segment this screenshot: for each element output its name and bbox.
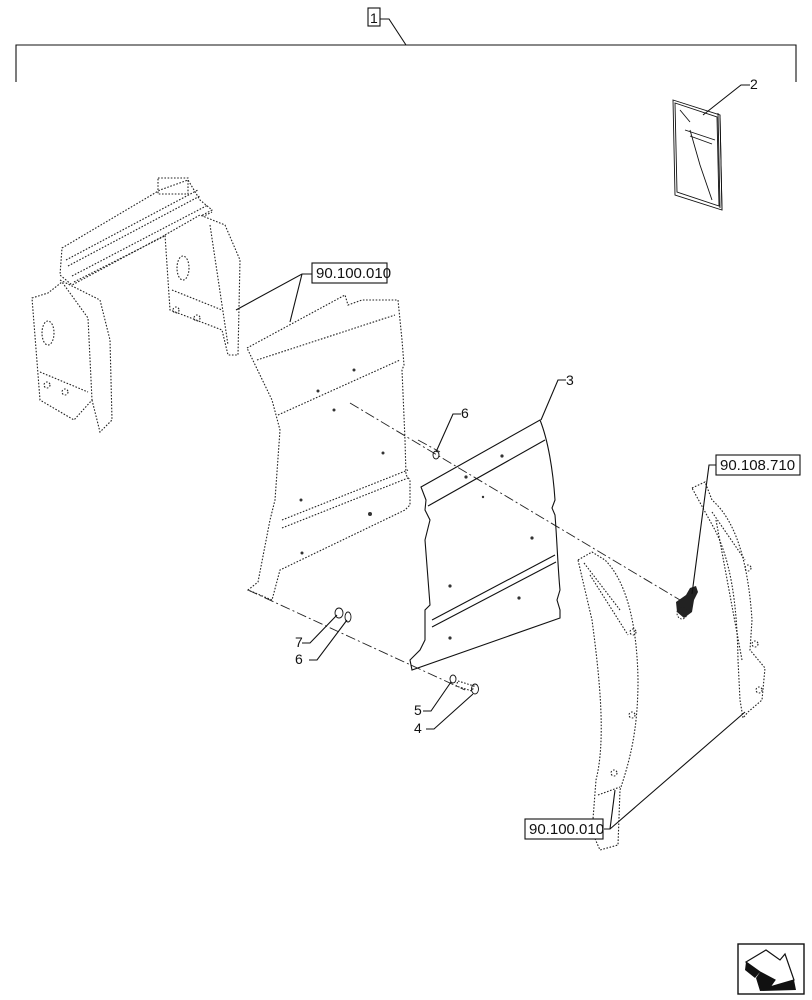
- callout-2-group: 2: [702, 76, 758, 116]
- callout-4[interactable]: 4: [414, 720, 422, 736]
- callout-3[interactable]: 3: [566, 372, 574, 388]
- arrow-next-page-icon: [744, 949, 796, 991]
- assembly-bracket: 1: [15, 7, 797, 82]
- latch-component: 90.108.710: [676, 454, 801, 620]
- callout-5[interactable]: 5: [414, 702, 422, 718]
- callout-1[interactable]: 1: [370, 10, 378, 26]
- ref-frame-label[interactable]: 90.100.010: [316, 265, 391, 282]
- rear-frame: [31, 177, 241, 434]
- nut-washer-lower: 7 6: [295, 607, 352, 667]
- washer-upper-item-6: 6: [432, 405, 469, 460]
- panel-item-3: [409, 419, 561, 671]
- next-page-button[interactable]: [737, 943, 805, 995]
- callout-2[interactable]: 2: [750, 76, 758, 92]
- fender-left: [577, 551, 639, 851]
- ref-fenders-label[interactable]: 90.100.010: [529, 821, 604, 838]
- ref-fenders-group: 90.100.010: [524, 711, 746, 840]
- callout-7[interactable]: 7: [295, 634, 303, 650]
- callout-6-upper[interactable]: 6: [461, 405, 469, 421]
- inner-panel: [246, 294, 411, 601]
- ref-frame-group: 90.100.010: [235, 262, 391, 323]
- callout-6-lower[interactable]: 6: [295, 651, 303, 667]
- fender-right: [691, 481, 766, 720]
- callout-3-group: 3: [540, 372, 574, 421]
- ref-latch-label[interactable]: 90.108.710: [720, 457, 795, 474]
- bolt-washer: 5 4: [414, 674, 479, 736]
- manual-envelope: [672, 99, 723, 211]
